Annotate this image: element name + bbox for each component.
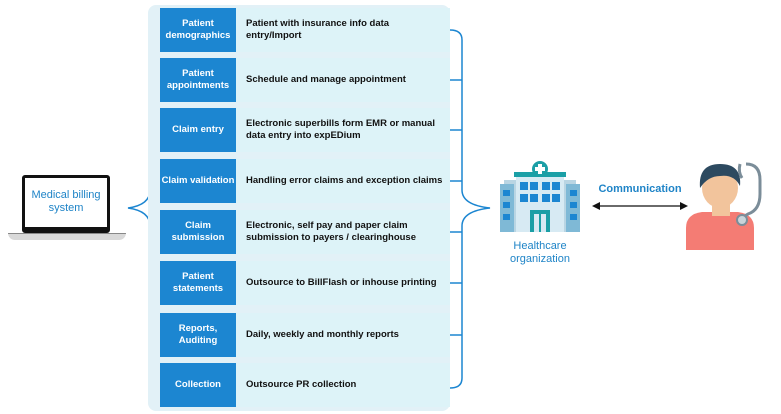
system-label: Medical billing system bbox=[31, 189, 101, 214]
workflow-row: Patient statements Outsource to BillFlas… bbox=[160, 261, 450, 305]
laptop-icon: Medical billing system bbox=[8, 175, 126, 243]
organization-label: Healthcare organization bbox=[510, 240, 570, 265]
workflow-row: Collection Outsource PR collection bbox=[160, 363, 450, 407]
row-description: Handling error claims and exception clai… bbox=[236, 159, 450, 203]
workflow-row: Claim validation Handling error claims a… bbox=[160, 159, 450, 203]
workflow-row: Reports, Auditing Daily, weekly and mont… bbox=[160, 313, 450, 357]
row-description: Outsource to BillFlash or inhouse printi… bbox=[236, 261, 450, 305]
communication-label: Communication bbox=[598, 183, 682, 195]
row-category: Patient appointments bbox=[160, 58, 236, 102]
workflow-row: Patient appointments Schedule and manage… bbox=[160, 58, 450, 102]
row-category: Claim validation bbox=[160, 159, 236, 203]
hospital-icon bbox=[500, 161, 580, 232]
row-description: Outsource PR collection bbox=[236, 363, 450, 407]
row-description: Electronic superbills form EMR or manual… bbox=[236, 108, 450, 152]
row-category: Claim entry bbox=[160, 108, 236, 152]
workflow-row: Claim submission Electronic, self pay an… bbox=[160, 210, 450, 254]
row-category: Patient demographics bbox=[160, 8, 236, 52]
doctor-icon bbox=[686, 162, 762, 250]
row-description: Schedule and manage appointment bbox=[236, 58, 450, 102]
row-category: Patient statements bbox=[160, 261, 236, 305]
workflow-row: Patient demographics Patient with insura… bbox=[160, 8, 450, 52]
row-category: Collection bbox=[160, 363, 236, 407]
row-category: Claim submission bbox=[160, 210, 236, 254]
row-category: Reports, Auditing bbox=[160, 313, 236, 357]
row-description: Daily, weekly and monthly reports bbox=[236, 313, 450, 357]
workflow-row: Claim entry Electronic superbills form E… bbox=[160, 108, 450, 152]
row-description: Patient with insurance info data entry/I… bbox=[236, 8, 450, 52]
two-way-arrow-icon bbox=[592, 202, 688, 210]
row-description: Electronic, self pay and paper claim sub… bbox=[236, 210, 450, 254]
